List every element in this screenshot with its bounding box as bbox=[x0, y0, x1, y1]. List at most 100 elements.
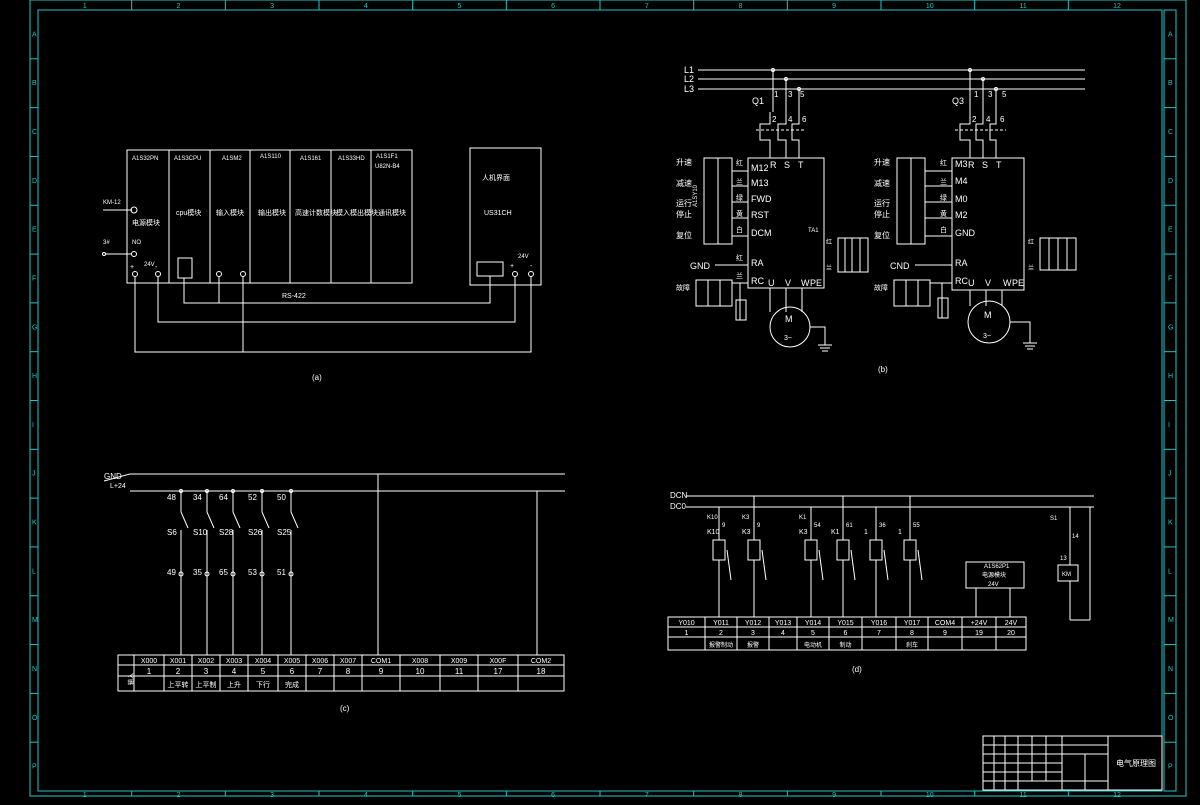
row-label: M bbox=[32, 617, 38, 624]
coil-label: 1 bbox=[898, 529, 902, 536]
table-header-cell: +24V bbox=[971, 620, 988, 627]
svg-text:U: U bbox=[968, 278, 975, 288]
module-name: A1S161 bbox=[300, 156, 322, 162]
node-number: 13 bbox=[1060, 556, 1067, 562]
svg-text:红: 红 bbox=[736, 253, 743, 262]
svg-text:兰: 兰 bbox=[1028, 264, 1034, 272]
row-label: A bbox=[32, 31, 37, 38]
inverter-terminal: GND bbox=[955, 228, 976, 238]
coil-label: K3 bbox=[799, 529, 808, 536]
switch-number: 64 bbox=[219, 493, 228, 502]
svg-text:T: T bbox=[798, 160, 804, 170]
table-header-cell: X000 bbox=[141, 658, 157, 665]
column-label: 3 bbox=[270, 3, 274, 10]
diagram-d-output-wiring: DCN DC0 K109K10K39K3K354K1K161136155KMS1… bbox=[667, 491, 1094, 674]
table-number-cell: 19 bbox=[975, 630, 983, 637]
table-header-cell: X00F bbox=[490, 658, 507, 665]
svg-text:停止: 停止 bbox=[874, 209, 890, 219]
table-header-cell: COM1 bbox=[371, 658, 391, 665]
table-desc-cell: 完成 bbox=[285, 680, 299, 689]
column-label: 9 bbox=[832, 792, 836, 799]
module-desc: 模入模出模块 bbox=[336, 208, 378, 217]
svg-text:DC0: DC0 bbox=[670, 502, 687, 511]
table-number-cell: 2 bbox=[176, 667, 181, 676]
svg-text:GND: GND bbox=[690, 261, 711, 271]
svg-text:5: 5 bbox=[800, 90, 805, 99]
table-header-cell: X005 bbox=[284, 658, 300, 665]
module-name: A1S110 bbox=[260, 154, 282, 160]
coil-label: K1 bbox=[831, 529, 840, 536]
hmi-power: 24V bbox=[518, 254, 529, 260]
drawing-title: 电气原理图 bbox=[1116, 758, 1156, 768]
table-number-cell: 20 bbox=[1007, 630, 1015, 637]
table-number-cell: 18 bbox=[537, 667, 546, 676]
row-label: D bbox=[1168, 178, 1173, 185]
table-number-cell: 6 bbox=[844, 630, 848, 637]
svg-text:W: W bbox=[1003, 278, 1012, 288]
row-label: J bbox=[32, 471, 36, 478]
row-label: O bbox=[32, 715, 38, 722]
svg-text:升速: 升速 bbox=[676, 158, 692, 167]
column-label: 11 bbox=[1020, 792, 1027, 799]
coil-label: KM bbox=[1062, 572, 1071, 578]
table-header-cell: X006 bbox=[312, 658, 328, 665]
phase-label: L1 bbox=[684, 65, 694, 75]
row-label: P bbox=[32, 764, 37, 771]
inverter-terminal: M4 bbox=[955, 176, 968, 186]
switch-number: 35 bbox=[193, 568, 202, 577]
module-desc: cpu模块 bbox=[176, 208, 201, 217]
inverter-terminal: M12 bbox=[751, 163, 769, 173]
svg-text:6: 6 bbox=[1000, 115, 1005, 124]
svg-text:R: R bbox=[770, 160, 777, 170]
module-name: A1S3CPU bbox=[174, 156, 201, 162]
svg-text:黄: 黄 bbox=[940, 209, 947, 218]
table-number-cell: 1 bbox=[147, 667, 152, 676]
svg-text:3: 3 bbox=[788, 90, 793, 99]
table-number-cell: 2 bbox=[719, 630, 723, 637]
table-number-cell: 17 bbox=[494, 667, 503, 676]
row-label: B bbox=[32, 80, 37, 87]
column-label: 10 bbox=[926, 3, 934, 10]
svg-text:绿: 绿 bbox=[736, 193, 743, 202]
drawing-frame bbox=[29, 0, 1187, 797]
row-label: C bbox=[1168, 129, 1173, 136]
terminal-label: - bbox=[530, 263, 533, 270]
svg-text:L+24: L+24 bbox=[110, 483, 126, 490]
svg-text:PE: PE bbox=[1012, 278, 1024, 288]
table-header-cell: 24V bbox=[1005, 620, 1018, 627]
node-number: 54 bbox=[814, 523, 821, 529]
node-number: 36 bbox=[879, 523, 886, 529]
svg-text:GND: GND bbox=[104, 472, 122, 481]
svg-text:S: S bbox=[784, 160, 790, 170]
terminal-label: NO bbox=[132, 240, 141, 246]
svg-text:RC: RC bbox=[955, 276, 968, 286]
switch-number: 53 bbox=[248, 568, 257, 577]
table-header-cell: Y014 bbox=[805, 620, 821, 627]
table-row-label: 输入 bbox=[127, 673, 135, 685]
column-label: 12 bbox=[1113, 792, 1121, 799]
row-label: A bbox=[1168, 31, 1173, 38]
table-desc-cell: 上平制 bbox=[196, 680, 217, 689]
svg-text:白: 白 bbox=[736, 225, 743, 234]
diagram-caption: (c) bbox=[340, 704, 350, 713]
table-desc-cell: 下行 bbox=[256, 680, 270, 689]
module-desc: 高速计数模块 bbox=[295, 208, 337, 217]
svg-text:V: V bbox=[785, 278, 791, 288]
svg-text:兰: 兰 bbox=[736, 177, 743, 186]
table-number-cell: 1 bbox=[685, 630, 689, 637]
phase-label: L2 bbox=[684, 74, 694, 84]
table-desc-cell: 刹车 bbox=[906, 641, 918, 649]
column-label: 8 bbox=[739, 3, 743, 10]
row-label: M bbox=[1168, 617, 1174, 624]
terminal-label: + bbox=[510, 263, 514, 270]
svg-text:黄: 黄 bbox=[736, 209, 743, 218]
module-name: A1SM2 bbox=[222, 156, 242, 162]
svg-text:3: 3 bbox=[988, 90, 993, 99]
row-label: O bbox=[1168, 715, 1174, 722]
switch-number: 51 bbox=[277, 568, 286, 577]
